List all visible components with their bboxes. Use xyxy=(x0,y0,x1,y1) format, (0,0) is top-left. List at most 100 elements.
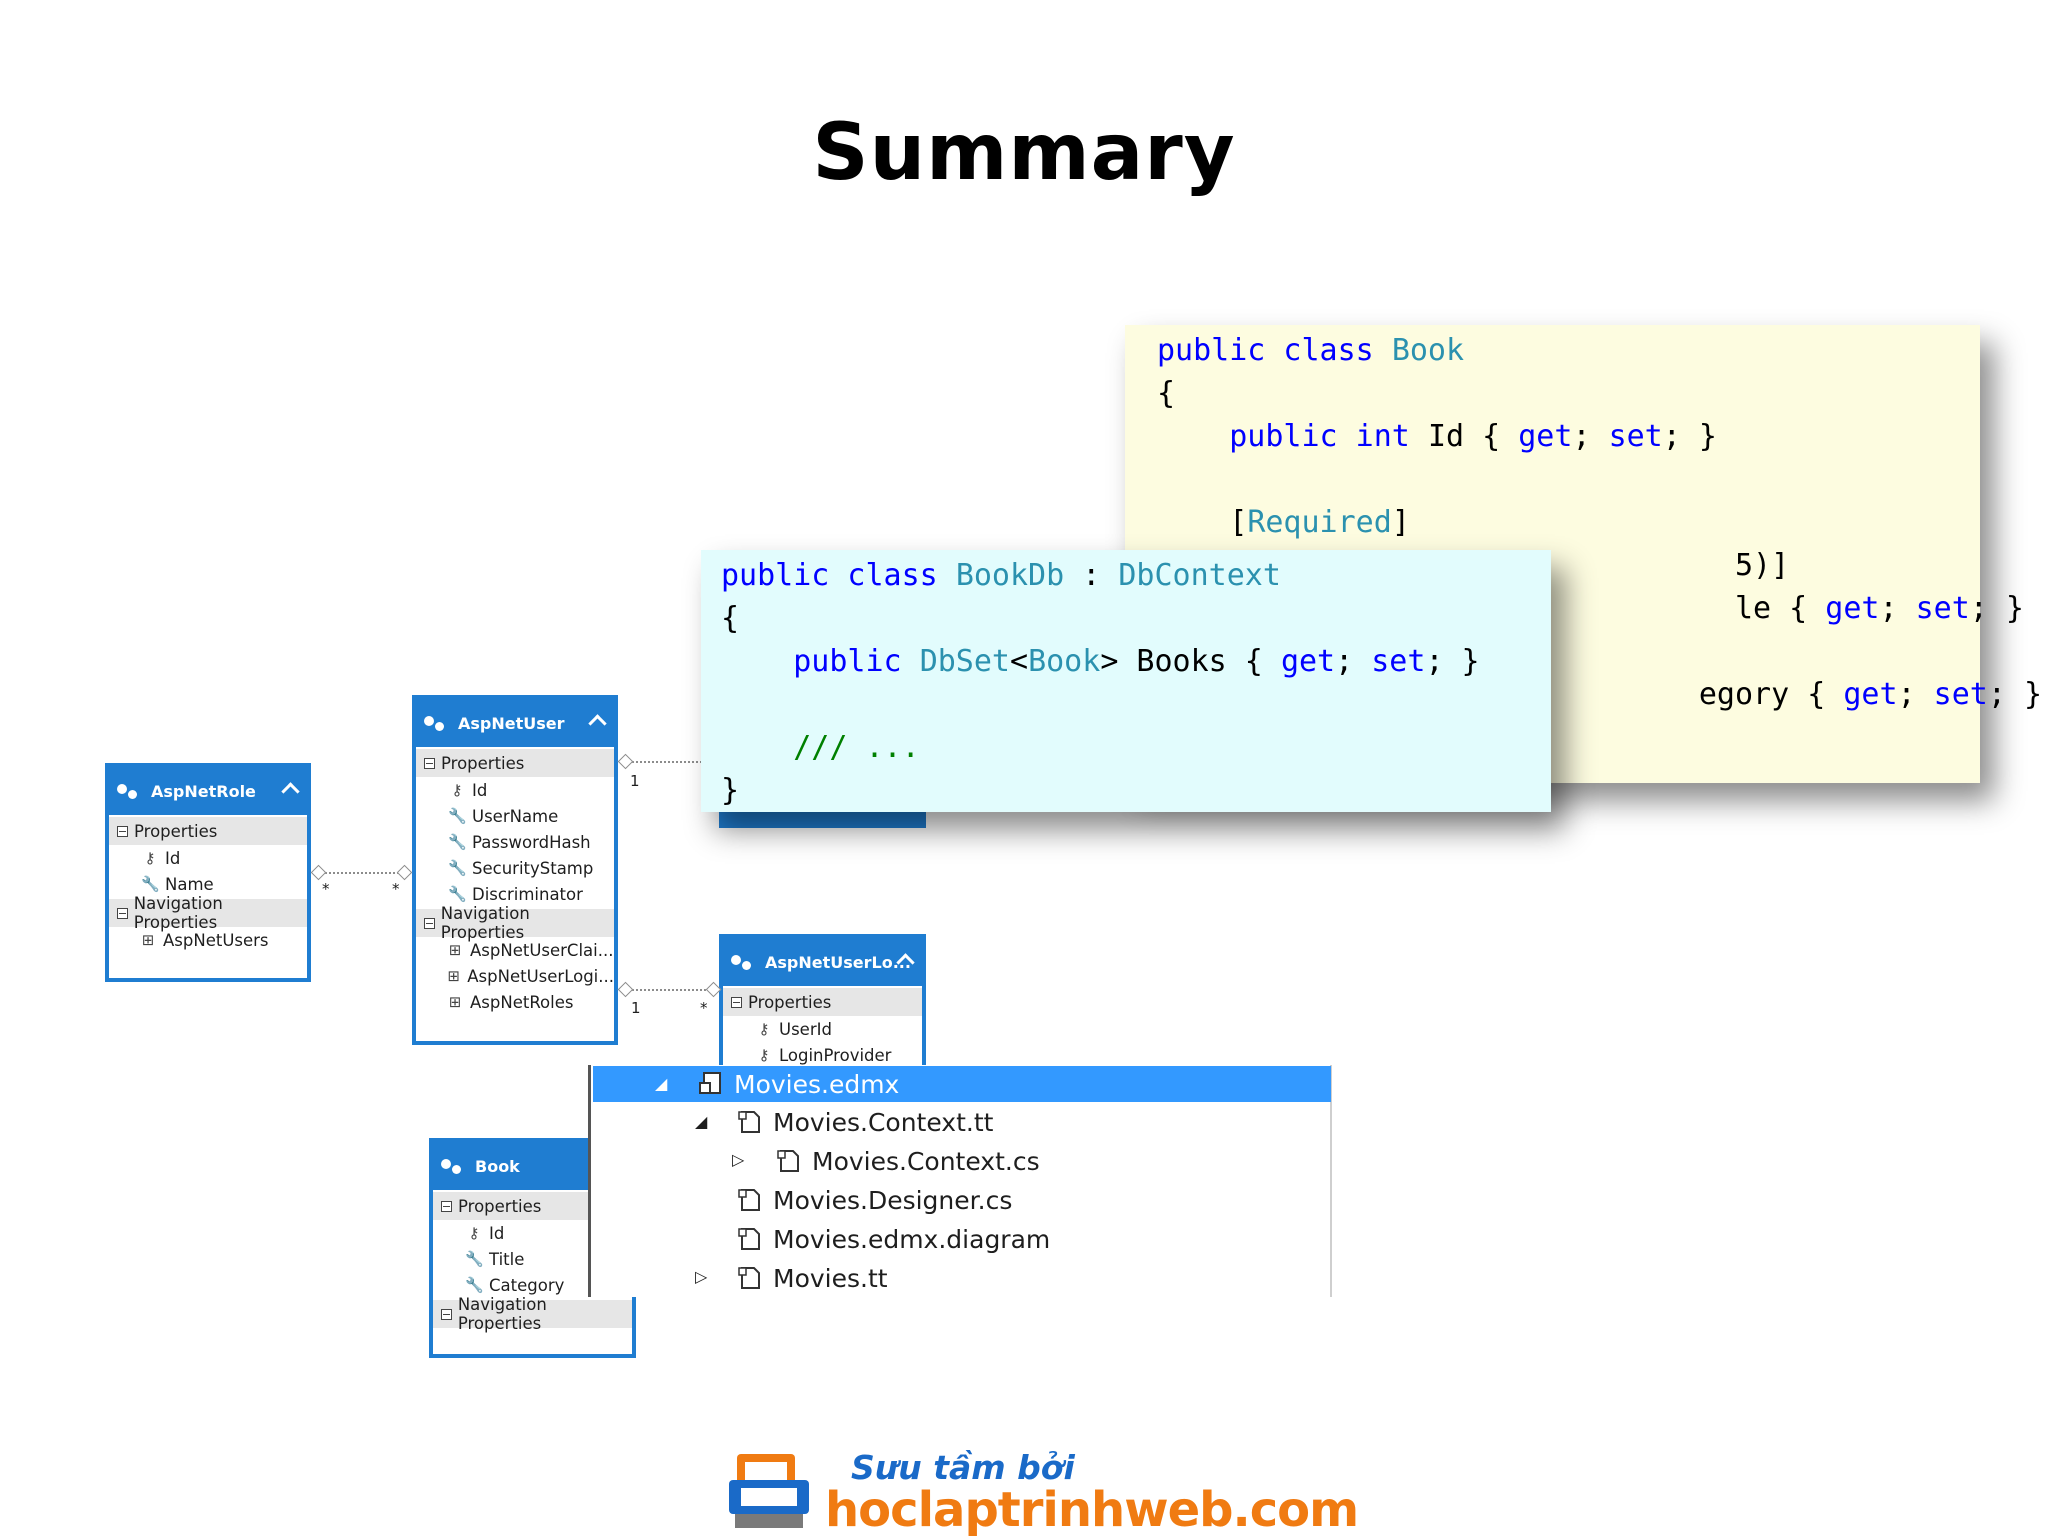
property-row[interactable]: 🔧Title xyxy=(465,1249,525,1269)
association-end-diamond xyxy=(396,864,413,881)
tree-item-edmx-diagram[interactable]: Movies.edmx.diagram xyxy=(591,1221,1050,1257)
entity-aspnetuserlogin[interactable]: AspNetUserLo... Properties ⚷UserId ⚷Logi… xyxy=(719,934,926,1066)
navigation-row[interactable]: ⊞AspNetUserClai... xyxy=(416,937,614,963)
code-keyword: public class xyxy=(1157,333,1374,368)
entity-icon xyxy=(441,1157,463,1175)
section-header[interactable]: Navigation Properties xyxy=(416,904,614,942)
property-row[interactable]: 🔧Discriminator xyxy=(448,884,583,904)
wrench-icon: 🔧 xyxy=(141,875,160,893)
property-row[interactable]: ⚷Id xyxy=(433,1220,632,1246)
section-header[interactable]: Navigation Properties xyxy=(433,1295,632,1333)
code-brace: } xyxy=(721,773,740,808)
wrench-icon: 🔧 xyxy=(448,833,467,851)
entity-header[interactable]: AspNetUser xyxy=(416,699,614,747)
navigation-icon: ⊞ xyxy=(141,931,155,949)
entity-header[interactable]: AspNetRole xyxy=(109,767,307,815)
code-file-icon xyxy=(737,1187,763,1213)
collapse-box-icon[interactable] xyxy=(731,996,742,1008)
expanded-triangle-icon[interactable]: ◢ xyxy=(695,1112,708,1131)
association-line xyxy=(625,989,713,991)
association-line xyxy=(625,761,705,763)
template-file-icon xyxy=(737,1109,763,1135)
collapse-box-icon[interactable] xyxy=(117,907,128,919)
expanded-triangle-icon[interactable]: ◢ xyxy=(655,1074,668,1093)
wrench-icon: 🔧 xyxy=(448,885,467,903)
property-row[interactable]: ⚷UserId xyxy=(723,1016,922,1042)
collapse-box-icon[interactable] xyxy=(117,825,128,837)
wrench-icon: 🔧 xyxy=(448,807,467,825)
section-header[interactable]: Properties xyxy=(109,815,307,845)
navigation-icon: ⊞ xyxy=(448,941,462,959)
multiplicity-label: * xyxy=(700,999,708,1017)
edmx-file-icon xyxy=(698,1071,724,1097)
multiplicity-label: 1 xyxy=(630,772,640,790)
multiplicity-label: * xyxy=(322,880,330,898)
section-header[interactable]: Navigation Properties xyxy=(109,894,307,932)
entity-aspnetrole[interactable]: AspNetRole Properties ⚷Id 🔧Name Navigati… xyxy=(105,763,311,982)
multiplicity-label: * xyxy=(392,880,400,898)
section-header[interactable]: Properties xyxy=(723,986,922,1016)
property-row[interactable]: 🔧Category xyxy=(465,1275,565,1295)
tree-item-movies-tt[interactable]: ▷ Movies.tt xyxy=(695,1263,888,1293)
property-row[interactable]: ⚷Id xyxy=(109,845,307,871)
tree-item-movies-edmx[interactable]: ◢ Movies.edmx xyxy=(593,1066,1331,1102)
property-row[interactable]: 🔧UserName xyxy=(448,806,559,826)
key-icon: ⚷ xyxy=(144,849,156,867)
logo-tagline: Sưu tầm bởi xyxy=(851,1448,1075,1487)
key-icon: ⚷ xyxy=(758,1020,770,1038)
entity-header[interactable]: AspNetUserLo... xyxy=(723,938,922,986)
entity-name: AspNetRole xyxy=(151,781,256,801)
collapse-box-icon[interactable] xyxy=(441,1200,452,1212)
property-row[interactable]: 🔧Name xyxy=(141,874,214,894)
navigation-icon: ⊞ xyxy=(448,993,462,1011)
entity-icon xyxy=(117,782,139,800)
key-icon: ⚷ xyxy=(451,781,463,799)
wrench-icon: 🔧 xyxy=(465,1276,484,1294)
code-keyword: public class xyxy=(721,558,938,593)
entity-name: AspNetUserLo... xyxy=(765,952,911,972)
association-end-diamond xyxy=(617,753,634,770)
slide-title: Summary xyxy=(812,108,1236,198)
tree-item-context-tt[interactable]: ◢ Movies.Context.tt xyxy=(695,1107,994,1137)
association-end-diamond xyxy=(617,981,634,998)
key-icon: ⚷ xyxy=(758,1046,770,1064)
code-file-icon xyxy=(776,1148,802,1174)
code-type: BookDb xyxy=(955,558,1065,593)
collapse-chevron-icon[interactable] xyxy=(588,714,607,733)
collapsed-triangle-icon[interactable]: ▷ xyxy=(695,1267,708,1286)
code-keyword: public int xyxy=(1229,419,1410,454)
navigation-icon: ⊞ xyxy=(447,967,460,985)
entity-icon xyxy=(731,953,753,971)
section-header[interactable]: Properties xyxy=(416,747,614,777)
template-file-icon xyxy=(737,1265,763,1291)
solution-explorer-tree[interactable]: ◢ Movies.edmx ◢ Movies.Context.tt ▷ Movi… xyxy=(588,1065,1332,1297)
property-row[interactable]: ⚷Id xyxy=(416,777,614,803)
entity-aspnetuser[interactable]: AspNetUser Properties ⚷Id 🔧UserName 🔧Pas… xyxy=(412,695,618,1045)
navigation-row[interactable]: ⊞AspNetUserLogi... xyxy=(447,966,614,986)
entity-icon xyxy=(424,714,446,732)
code-brace: { xyxy=(721,601,740,636)
code-attribute: Required xyxy=(1247,505,1392,540)
property-row[interactable]: 🔧PasswordHash xyxy=(448,832,591,852)
code-brace: { xyxy=(1157,376,1176,411)
collapsed-triangle-icon[interactable]: ▷ xyxy=(732,1150,745,1169)
association-end-diamond xyxy=(310,864,327,881)
collapse-chevron-icon[interactable] xyxy=(281,782,300,801)
property-row[interactable]: ⚷LoginProvider xyxy=(723,1042,922,1066)
logo-wordmark: hoclaptrinhweb.com xyxy=(825,1482,1359,1538)
site-logo: Sưu tầm bởi hoclaptrinhweb.com xyxy=(727,1448,1359,1538)
code-type: Book xyxy=(1391,333,1465,368)
navigation-row[interactable]: ⊞AspNetUsers xyxy=(109,927,307,953)
collapse-box-icon[interactable] xyxy=(441,1308,452,1320)
code-comment: /// ... xyxy=(793,730,920,765)
wrench-icon: 🔧 xyxy=(465,1250,484,1268)
property-row[interactable]: 🔧SecurityStamp xyxy=(448,858,594,878)
entity-name: AspNetUser xyxy=(458,713,565,733)
collapse-box-icon[interactable] xyxy=(424,917,435,929)
navigation-row[interactable]: ⊞AspNetRoles xyxy=(416,989,614,1015)
tree-item-designer-cs[interactable]: Movies.Designer.cs xyxy=(591,1182,1012,1218)
logo-icon xyxy=(729,1454,809,1528)
tree-item-context-cs[interactable]: ▷ Movies.Context.cs xyxy=(732,1146,1040,1176)
entity-name: Book xyxy=(475,1156,520,1176)
collapse-box-icon[interactable] xyxy=(424,757,435,769)
